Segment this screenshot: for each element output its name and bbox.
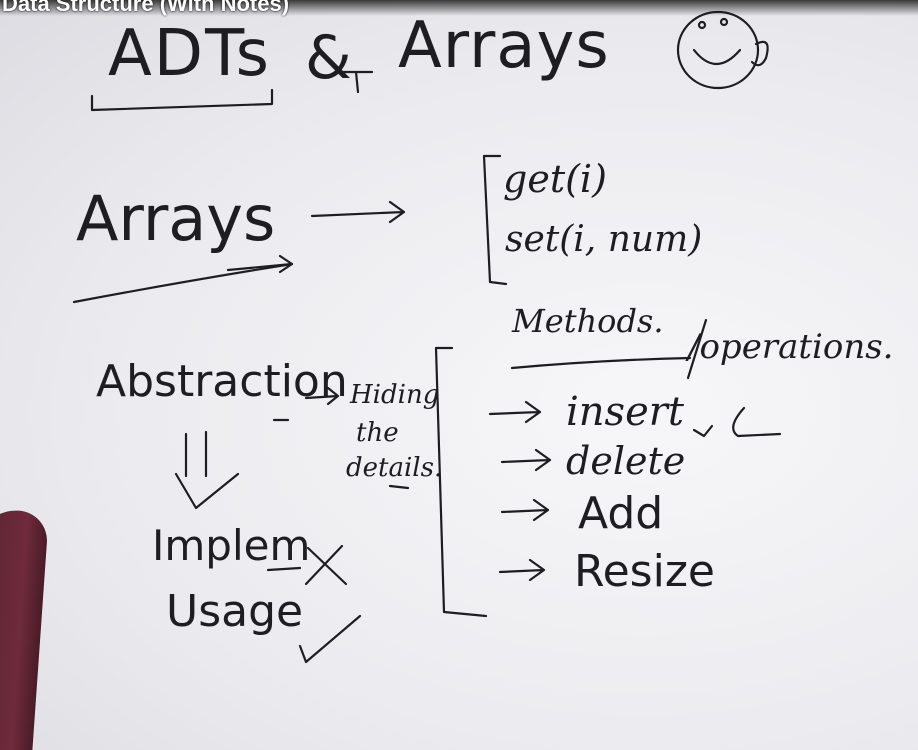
arrow-add <box>500 498 550 522</box>
double-down-arrow-icon <box>174 430 240 510</box>
hiding-line-2: the <box>356 418 399 448</box>
arrow-resize <box>498 558 546 582</box>
implem-label: Implem <box>152 521 311 570</box>
insert-mark <box>732 406 782 438</box>
heading-ampersand: & <box>305 23 352 93</box>
arrow-right-icon <box>310 200 406 224</box>
presenter-shoulder <box>0 507 49 750</box>
arrays-underline-arrow-2 <box>72 262 294 304</box>
method-get: get(i) <box>503 157 607 201</box>
arrow-delete <box>500 448 552 472</box>
check-mark-icon <box>298 614 362 664</box>
operations-bracket <box>434 346 488 618</box>
operation-delete: delete <box>566 439 686 483</box>
operation-resize: Resize <box>574 546 715 597</box>
operation-insert: insert <box>566 389 684 435</box>
video-title: Data Structure (With Notes) <box>2 0 290 16</box>
heading-adts: ADTs <box>108 17 271 91</box>
heading-arrays: Arrays <box>398 9 610 83</box>
operation-add: Add <box>578 488 664 539</box>
operations-title: /operations. <box>688 327 894 367</box>
hiding-line-1: Hiding <box>350 380 440 410</box>
method-set: set(i, num) <box>505 219 703 260</box>
adts-underline <box>90 88 274 112</box>
hiding-line-3: details. <box>346 453 443 483</box>
insert-tick <box>692 424 714 438</box>
smiley-face-icon <box>676 10 769 90</box>
arrow-insert <box>488 400 542 424</box>
cross-mark-icon <box>304 544 348 586</box>
methods-underline <box>510 356 692 370</box>
methods-title: Methods. <box>512 302 664 340</box>
details-underline <box>388 484 410 490</box>
abstraction-label: Abstraction <box>96 356 348 407</box>
arrays-underline-arrow-1 <box>226 254 294 274</box>
arrays-label: Arrays <box>76 182 276 255</box>
usage-label: Usage <box>166 586 304 637</box>
